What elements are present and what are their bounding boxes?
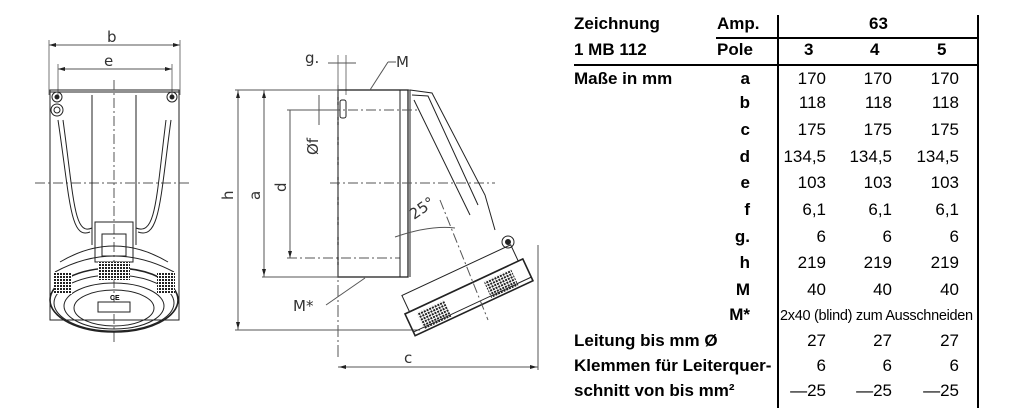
column-divider-left [777,15,779,408]
row-value-3p: 175 [797,120,826,139]
row-value-3p: 170 [797,69,826,88]
front-view: CE [35,40,190,345]
row-value-3p: 6 [816,227,826,246]
row-value-4p: 134,5 [849,147,892,166]
ce-mark: CE [110,295,120,302]
row-value-4p: 27 [873,331,892,350]
row-value-3p: 118 [798,93,826,112]
klemmen-from-5p: 6 [949,356,959,375]
klemmen-to-5p: —25 [923,381,959,400]
pole-3: 3 [804,40,814,59]
row-value-3p: 134,5 [783,147,826,166]
pole-label: Pole [717,40,753,59]
dim-label-c: c [404,349,412,367]
dim-label-h: h [219,190,237,200]
row-value-4p: 219 [863,253,892,272]
model-number: 1 MB 112 [574,40,647,59]
row-dim: a [740,69,750,88]
row-dim: f [744,200,750,219]
row-dim: b [739,93,750,112]
m-star-note: 2x40 (blind) zum Ausschneiden [780,308,973,324]
dim-label-g: g. [305,49,319,67]
row-value-4p: 175 [863,120,892,139]
pole-5: 5 [937,40,947,59]
klemmen-label-line1: Klemmen für Leiterquer- [574,356,772,375]
klemmen-to-3p: —25 [790,381,826,400]
row-dim: M* [729,305,750,324]
klemmen-from-4p: 6 [882,356,892,375]
dim-label-e: e [104,52,113,70]
column-divider-right [977,15,979,408]
row-dim: h [739,253,750,272]
row-value-5p: 219 [930,253,959,272]
header-divider [574,64,979,66]
dim-label-f: Øf [304,137,322,155]
row-value-5p: 170 [930,69,959,88]
masse-label: Maße in mm [574,69,673,88]
row-dim: d [739,147,750,166]
row-value-4p: 6 [882,227,892,246]
row-value-5p: 118 [931,93,959,112]
klemmen-from-3p: 6 [816,356,826,375]
row-value-5p: 103 [930,173,959,192]
row-value-5p: 6 [949,227,959,246]
pole-4: 4 [870,40,880,59]
row-value-4p: 103 [863,173,892,192]
klemmen-label-line2: schnitt von bis mm² [574,381,735,400]
row-dim: c [740,120,750,139]
row-dim: e [740,173,750,192]
row-value-5p: 6,1 [935,200,959,219]
row-value-5p: 27 [940,331,959,350]
row-dim: M [735,280,750,299]
leitung-label: Leitung bis mm Ø [574,331,718,350]
header-divider-amp [716,37,979,39]
amp-label: Amp. [717,14,760,33]
row-dim: g. [734,227,750,246]
row-value-3p: 27 [807,331,826,350]
dim-label-m: M [396,53,409,71]
row-value-4p: 6,1 [868,200,892,219]
row-value-3p: 219 [797,253,826,272]
dim-label-d: d [272,182,290,192]
row-value-5p: 134,5 [916,147,959,166]
row-value-4p: 118 [864,93,892,112]
zeichnung-label: Zeichnung [574,14,660,33]
amp-value: 63 [869,14,888,33]
dim-label-a: a [246,191,264,200]
row-value-4p: 170 [863,69,892,88]
side-view [235,55,539,370]
dim-label-b: b [107,28,117,46]
row-value-3p: 6,1 [802,200,826,219]
row-value-5p: 175 [930,120,959,139]
row-value-4p: 40 [873,280,892,299]
row-value-5p: 40 [940,280,959,299]
row-value-3p: 40 [807,280,826,299]
technical-drawing: CE [35,28,539,370]
dim-label-m-star: M* [293,297,314,315]
row-value-3p: 103 [797,173,826,192]
klemmen-to-4p: —25 [856,381,892,400]
